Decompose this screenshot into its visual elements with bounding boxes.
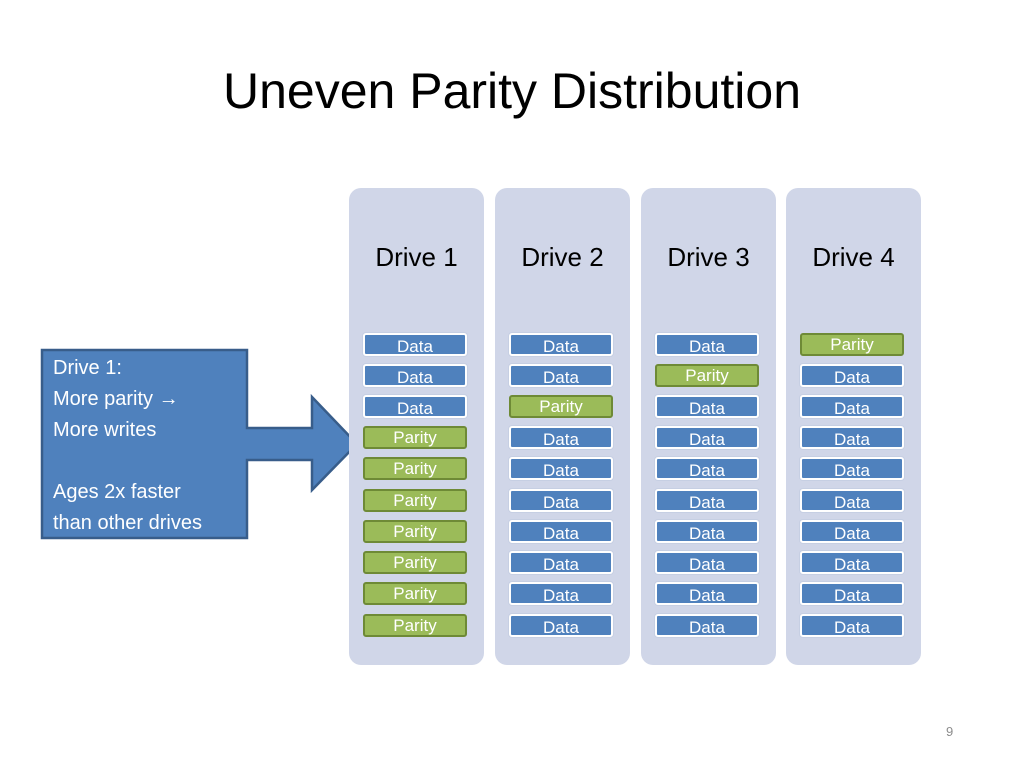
callout-text: Drive 1: More parity → More writes Ages …: [53, 357, 202, 534]
parity-block: Parity: [363, 614, 467, 637]
parity-block: Parity: [655, 364, 759, 387]
data-block: Data: [800, 551, 904, 574]
parity-block: Parity: [363, 582, 467, 605]
slide-title: Uneven Parity Distribution: [222, 63, 802, 119]
parity-block: Parity: [363, 426, 467, 449]
drive-title: Drive 2: [521, 242, 604, 272]
data-block: Data: [363, 333, 467, 356]
data-block: Data: [363, 364, 467, 387]
parity-block: Parity: [509, 395, 613, 418]
data-block: Data: [655, 426, 759, 449]
drive-title: Drive 1: [375, 242, 458, 272]
data-block: Data: [509, 426, 613, 449]
parity-block: Parity: [363, 520, 467, 543]
drive-title: Drive 3: [667, 242, 750, 272]
parity-block: Parity: [363, 489, 467, 512]
data-block: Data: [509, 551, 613, 574]
data-block: Data: [509, 489, 613, 512]
data-block: Data: [655, 489, 759, 512]
data-block: Data: [363, 395, 467, 418]
data-block: Data: [655, 520, 759, 543]
data-block: Data: [509, 582, 613, 605]
data-block: Data: [509, 614, 613, 637]
parity-block: Parity: [800, 333, 904, 356]
data-block: Data: [800, 426, 904, 449]
data-block: Data: [509, 457, 613, 480]
data-block: Data: [509, 364, 613, 387]
callout-arrow: [40, 348, 359, 540]
parity-block: Parity: [363, 551, 467, 574]
data-block: Data: [509, 520, 613, 543]
data-block: Data: [655, 457, 759, 480]
data-block: Data: [655, 333, 759, 356]
data-block: Data: [800, 364, 904, 387]
data-block: Data: [800, 614, 904, 637]
data-block: Data: [655, 551, 759, 574]
data-block: Data: [655, 395, 759, 418]
data-block: Data: [509, 333, 613, 356]
data-block: Data: [800, 395, 904, 418]
data-block: Data: [800, 457, 904, 480]
data-block: Data: [800, 489, 904, 512]
data-block: Data: [800, 520, 904, 543]
data-block: Data: [655, 614, 759, 637]
drive-title: Drive 4: [812, 242, 895, 272]
parity-block: Parity: [363, 457, 467, 480]
data-block: Data: [800, 582, 904, 605]
slide-number: 9: [946, 724, 954, 739]
data-block: Data: [655, 582, 759, 605]
